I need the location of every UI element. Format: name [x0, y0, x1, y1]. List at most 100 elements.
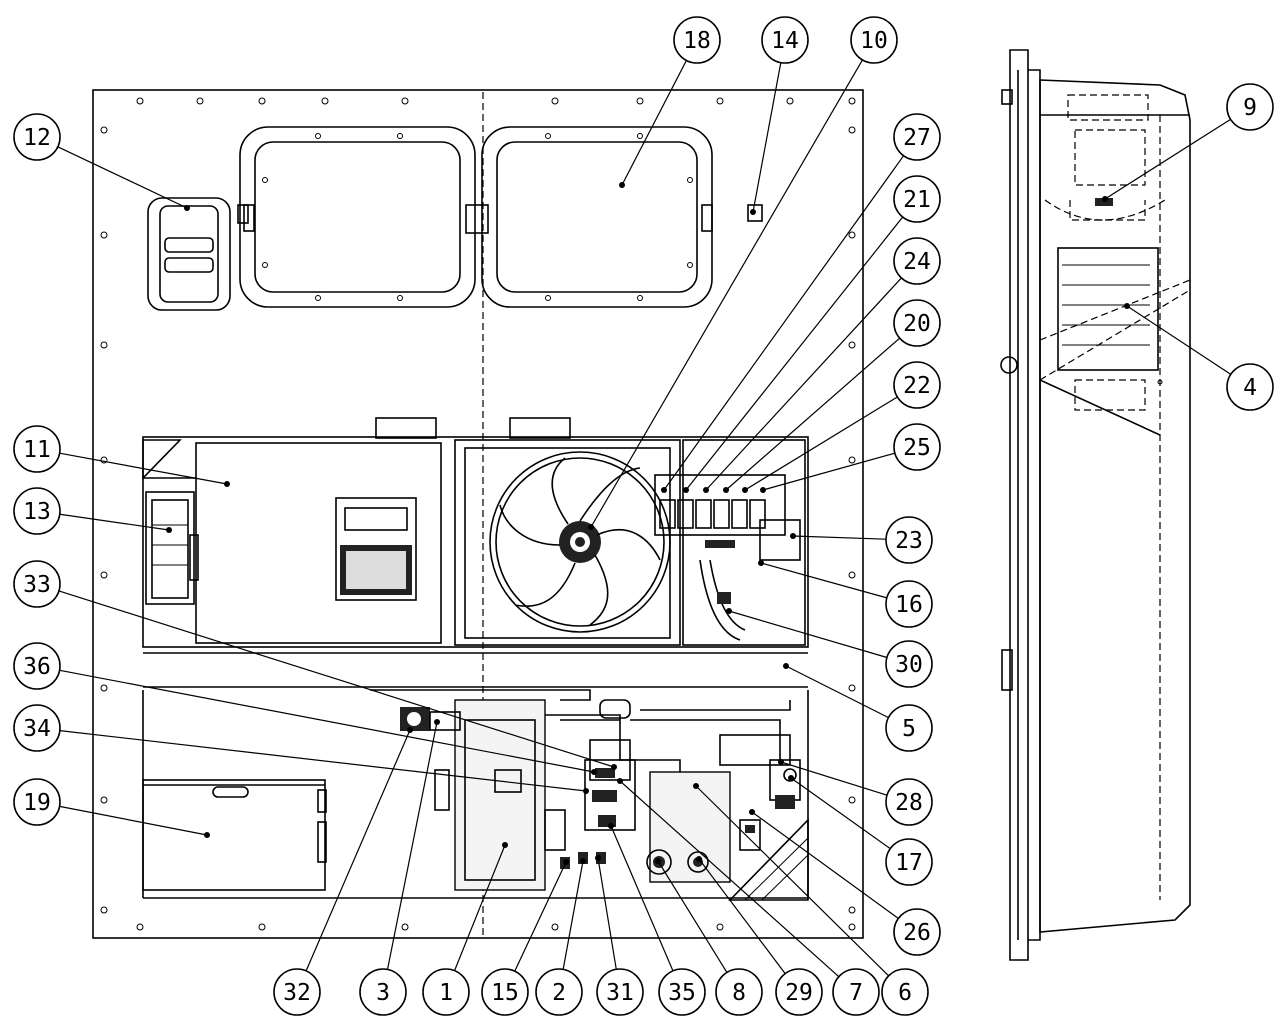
leader-33 [58, 590, 615, 768]
callout-circle-2 [535, 968, 583, 1016]
leader-dot-5 [783, 663, 789, 669]
leader-23 [792, 535, 887, 540]
callout-circle-8 [715, 968, 763, 1016]
control-panel [654, 439, 806, 646]
callout-circle-36 [13, 642, 61, 690]
callout-23: 23 [885, 516, 933, 564]
leader-32 [305, 729, 411, 972]
leader-34 [59, 730, 587, 792]
callout-4: 4 [1226, 363, 1274, 411]
callout-label-36: 36 [23, 654, 51, 680]
leader-17 [790, 777, 891, 850]
side-view [1000, 49, 1191, 961]
leader-28 [780, 761, 888, 796]
callout-circle-32 [273, 968, 321, 1016]
callout-31: 31 [596, 968, 644, 1016]
callout-label-21: 21 [903, 187, 931, 213]
leader-dot-33 [611, 764, 617, 770]
callout-label-34: 34 [23, 716, 51, 742]
leader-dot-1 [502, 842, 508, 848]
callout-label-15: 15 [491, 980, 519, 1006]
leader-2 [562, 860, 584, 970]
callout-label-33: 33 [23, 572, 51, 598]
compressor-section [142, 689, 809, 901]
leader-dot-35 [608, 823, 614, 829]
callout-label-14: 14 [771, 28, 799, 54]
callout-circle-13 [13, 487, 61, 535]
callout-label-29: 29 [785, 980, 813, 1006]
part-14-body [747, 204, 763, 222]
callout-circle-22 [893, 361, 941, 409]
callout-circle-31 [596, 968, 644, 1016]
leader-16 [760, 562, 887, 599]
callout-label-16: 16 [895, 592, 923, 618]
leader-4 [1126, 305, 1232, 375]
leader-dot-25 [760, 487, 766, 493]
leader-9 [1104, 118, 1231, 200]
callout-29: 29 [775, 968, 823, 1016]
callout-13: 13 [13, 487, 61, 535]
callout-label-13: 13 [23, 499, 51, 525]
callout-label-22: 22 [903, 373, 931, 399]
callout-9: 9 [1226, 83, 1274, 131]
leader-21 [685, 216, 904, 491]
leader-25 [762, 452, 896, 491]
top-openings [239, 126, 713, 308]
callout-label-23: 23 [895, 528, 923, 554]
leader-20 [725, 337, 901, 491]
callout-label-10: 10 [860, 28, 888, 54]
leader-dot-9 [1102, 196, 1108, 202]
leader-dot-14 [750, 209, 756, 215]
leader-6 [695, 785, 890, 977]
mounting-plate [92, 89, 864, 939]
leader-27 [663, 155, 905, 491]
leader-dot-31 [595, 855, 601, 861]
leader-36 [59, 669, 595, 773]
callout-7: 7 [832, 968, 880, 1016]
callout-label-24: 24 [903, 249, 931, 275]
callout-label-18: 18 [683, 28, 711, 54]
leader-dot-4 [1124, 303, 1130, 309]
leader-dot-28 [778, 759, 784, 765]
callout-label-11: 11 [23, 437, 51, 463]
leader-dot-32 [407, 727, 413, 733]
leader-7 [619, 780, 840, 978]
leader-dot-11 [224, 481, 230, 487]
callout-14: 14 [761, 16, 809, 64]
callout-circle-30 [885, 640, 933, 688]
leader-dot-6 [693, 783, 699, 789]
leader-dot-16 [758, 560, 764, 566]
callout-24: 24 [893, 237, 941, 285]
callout-34: 34 [13, 704, 61, 752]
callout-3: 3 [359, 968, 407, 1016]
callout-22: 22 [893, 361, 941, 409]
leader-14 [752, 62, 782, 213]
leader-dot-19 [204, 832, 210, 838]
leader-dot-8 [655, 858, 661, 864]
callout-label-9: 9 [1243, 95, 1257, 121]
callout-circle-33 [13, 560, 61, 608]
leader-10 [590, 59, 863, 528]
callout-26: 26 [893, 908, 941, 956]
leader-dot-17 [788, 775, 794, 781]
callout-label-19: 19 [23, 790, 51, 816]
leader-13 [59, 513, 170, 531]
callout-1: 1 [422, 968, 470, 1016]
callout-12: 12 [13, 113, 61, 161]
callout-label-32: 32 [283, 980, 311, 1006]
callout-label-7: 7 [849, 980, 863, 1006]
callout-circle-29 [775, 968, 823, 1016]
leader-22 [744, 396, 898, 491]
callout-circle-20 [893, 299, 941, 347]
callout-2: 2 [535, 968, 583, 1016]
leader-31 [597, 857, 617, 970]
callout-circle-12 [13, 113, 61, 161]
leader-29 [698, 858, 786, 974]
callout-16: 16 [885, 580, 933, 628]
callout-30: 30 [885, 640, 933, 688]
callout-circle-10 [850, 16, 898, 64]
leader-dot-10 [588, 524, 594, 530]
callout-label-31: 31 [606, 980, 634, 1006]
callout-28: 28 [885, 778, 933, 826]
